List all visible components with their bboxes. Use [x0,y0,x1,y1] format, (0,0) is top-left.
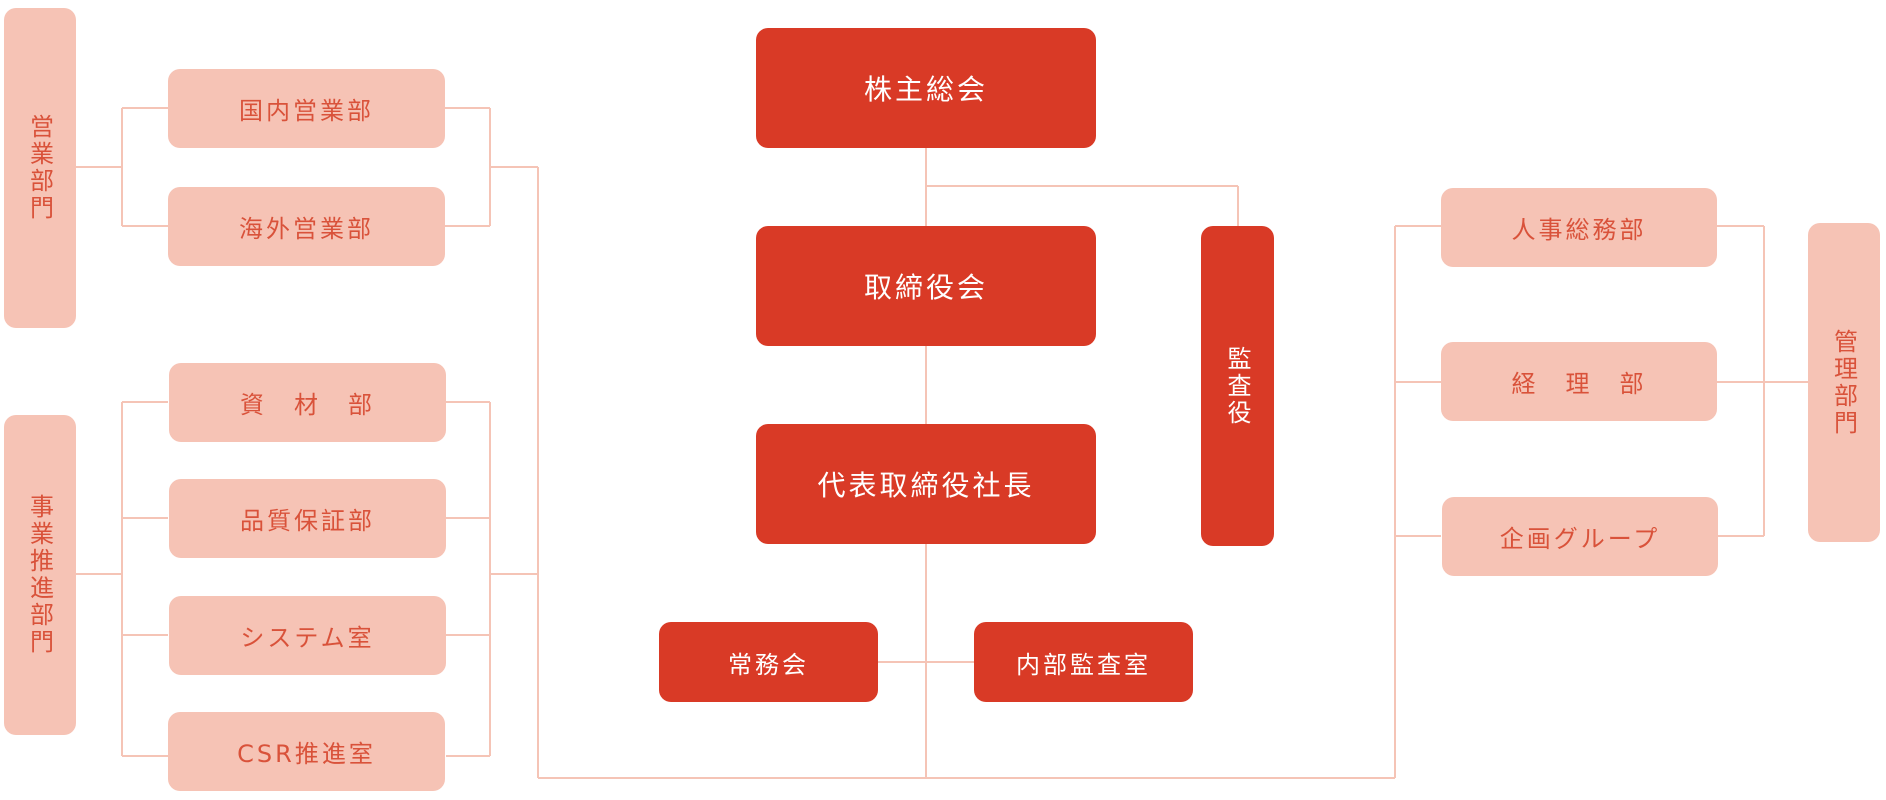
department-csr-promotion: CSR推進室 [168,712,445,791]
management-division-label: 管理部門 [1829,328,1858,437]
management-division-box: 管理部門 [1808,223,1880,542]
president-label: 代表取締役社長 [817,469,1035,502]
department-label: 資 材 部 [240,391,375,419]
executive-committee-box: 常務会 [659,622,878,702]
department-domestic-sales: 国内営業部 [168,69,445,148]
department-materials: 資 材 部 [169,363,446,442]
department-label: システム室 [240,624,375,652]
business-promotion-division-box: 事業推進部門 [4,415,76,735]
department-label: 人事総務部 [1511,216,1647,244]
department-label: CSR推進室 [237,740,376,768]
shareholders-meeting-label: 株主総会 [863,73,988,106]
board-label: 取締役会 [863,271,988,304]
department-label: 国内営業部 [239,97,374,125]
department-accounting: 経 理 部 [1441,342,1717,421]
department-planning-group: 企画グループ [1442,497,1718,576]
board-box: 取締役会 [756,226,1096,346]
auditor-box: 監査役 [1201,226,1274,546]
shareholders-meeting-box: 株主総会 [756,28,1096,148]
department-overseas-sales: 海外営業部 [168,187,445,266]
executive-committee-label: 常務会 [728,650,809,679]
auditor-label: 監査役 [1223,345,1251,427]
internal-audit-box: 内部監査室 [974,622,1193,702]
sales-division-label: 営業部門 [25,114,54,222]
business-promotion-division-label: 事業推進部門 [25,494,54,656]
department-label: 品質保証部 [240,507,375,535]
president-box: 代表取締役社長 [756,424,1096,544]
department-systems: システム室 [169,596,446,675]
department-quality-assurance: 品質保証部 [169,479,446,558]
department-label: 海外営業部 [239,215,374,243]
internal-audit-label: 内部監査室 [1016,650,1151,679]
department-hr-general-affairs: 人事総務部 [1441,188,1717,267]
sales-division-box: 営業部門 [4,8,76,328]
department-label: 経 理 部 [1511,370,1647,398]
department-label: 企画グループ [1499,525,1661,553]
